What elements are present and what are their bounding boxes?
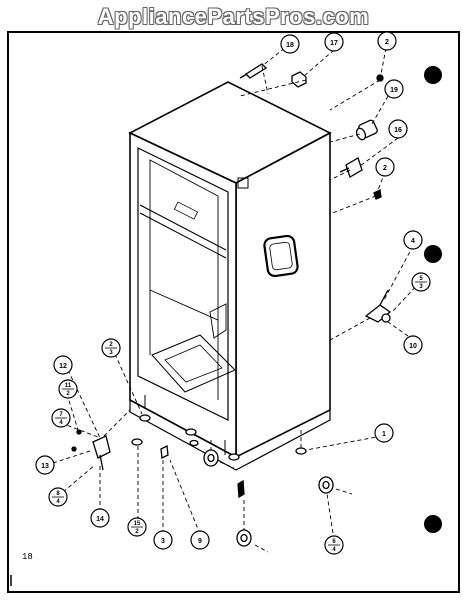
svg-text:4: 4 [332, 547, 336, 553]
svg-text:17: 17 [330, 40, 338, 47]
svg-text:7: 7 [59, 412, 63, 418]
callout-15-2: 15 2 [127, 517, 147, 537]
part-nut-17 [291, 71, 307, 88]
part-caster-bottom [236, 529, 252, 547]
callout-2-top: 2 [377, 31, 397, 51]
svg-text:5: 5 [419, 276, 423, 282]
callout-19: 19 [384, 79, 404, 99]
svg-text:19: 19 [390, 87, 398, 94]
callout-2-side: 2 [375, 157, 395, 177]
svg-text:10: 10 [409, 343, 417, 350]
part-caster-9 [203, 449, 219, 467]
callout-13: 13 [35, 455, 55, 475]
part-screw-18 [239, 63, 268, 79]
svg-text:11: 11 [65, 383, 72, 389]
binder-hole-middle [424, 245, 442, 263]
svg-text:4: 4 [411, 238, 415, 245]
svg-text:3: 3 [161, 538, 165, 545]
svg-text:4: 4 [59, 420, 63, 426]
part-leveler-10 [364, 289, 392, 323]
svg-text:9: 9 [198, 538, 202, 545]
svg-text:2: 2 [66, 391, 70, 397]
callout-8-4: 8 4 [48, 487, 68, 507]
page-number: 18 [22, 552, 33, 562]
callout-18: 18 [280, 34, 300, 54]
callout-5-3: 5 3 [411, 272, 431, 292]
part-screw-2-side [373, 189, 382, 200]
watermark: AppliancePartsPros.com [97, 4, 370, 29]
callout-11-2: 11 2 [58, 379, 78, 399]
part-roller-19 [355, 119, 378, 141]
svg-text:16: 16 [394, 127, 402, 134]
part-foot-c [131, 438, 143, 446]
callouts: 18 17 2 19 16 2 [35, 31, 431, 555]
binder-hole-bottom [424, 515, 442, 533]
callout-10: 10 [403, 335, 423, 355]
svg-text:2: 2 [385, 39, 389, 46]
part-screw-small-a [76, 429, 82, 435]
callout-2-3: 2 3 [101, 338, 121, 358]
part-caster-6 [318, 476, 334, 494]
binder-hole-top [424, 66, 442, 84]
svg-text:8: 8 [56, 491, 60, 497]
svg-text:2: 2 [383, 165, 387, 172]
svg-text:18: 18 [286, 42, 294, 49]
part-foot-d [189, 439, 199, 447]
page-border [7, 31, 460, 593]
svg-text:14: 14 [96, 516, 104, 523]
svg-text:3: 3 [419, 284, 423, 290]
svg-text:12: 12 [59, 363, 67, 370]
svg-text:6: 6 [332, 539, 336, 545]
callout-7-4: 7 4 [51, 408, 71, 428]
callout-16: 16 [388, 119, 408, 139]
svg-text:13: 13 [41, 463, 49, 470]
callout-3: 3 [153, 530, 173, 550]
svg-text:15: 15 [134, 521, 141, 527]
callout-17: 17 [324, 32, 344, 52]
part-foot-a [185, 428, 197, 436]
callout-12: 12 [53, 355, 73, 375]
callout-6-4: 6 4 [324, 535, 344, 555]
svg-text:2: 2 [135, 529, 139, 535]
callout-14: 14 [90, 508, 110, 528]
leader-lines [52, 43, 421, 553]
part-screw-15 [237, 479, 245, 499]
part-hinge-13 [92, 435, 111, 471]
parts [71, 63, 392, 547]
callout-1: 1 [374, 423, 394, 443]
callout-9: 9 [190, 530, 210, 550]
callout-4: 4 [403, 230, 423, 250]
part-plug-1 [295, 447, 307, 455]
svg-text:1: 1 [382, 431, 386, 438]
svg-text:3: 3 [109, 350, 113, 356]
part-bracket-16 [339, 157, 363, 178]
svg-text:2: 2 [109, 342, 113, 348]
svg-text:4: 4 [56, 499, 60, 505]
part-foot-b [228, 453, 240, 461]
part-spacer [139, 414, 151, 422]
cabinet-body [128, 81, 332, 471]
part-screw-small-b [71, 446, 77, 452]
part-screw-2-top [376, 74, 384, 82]
part-clip-3 [160, 445, 169, 459]
